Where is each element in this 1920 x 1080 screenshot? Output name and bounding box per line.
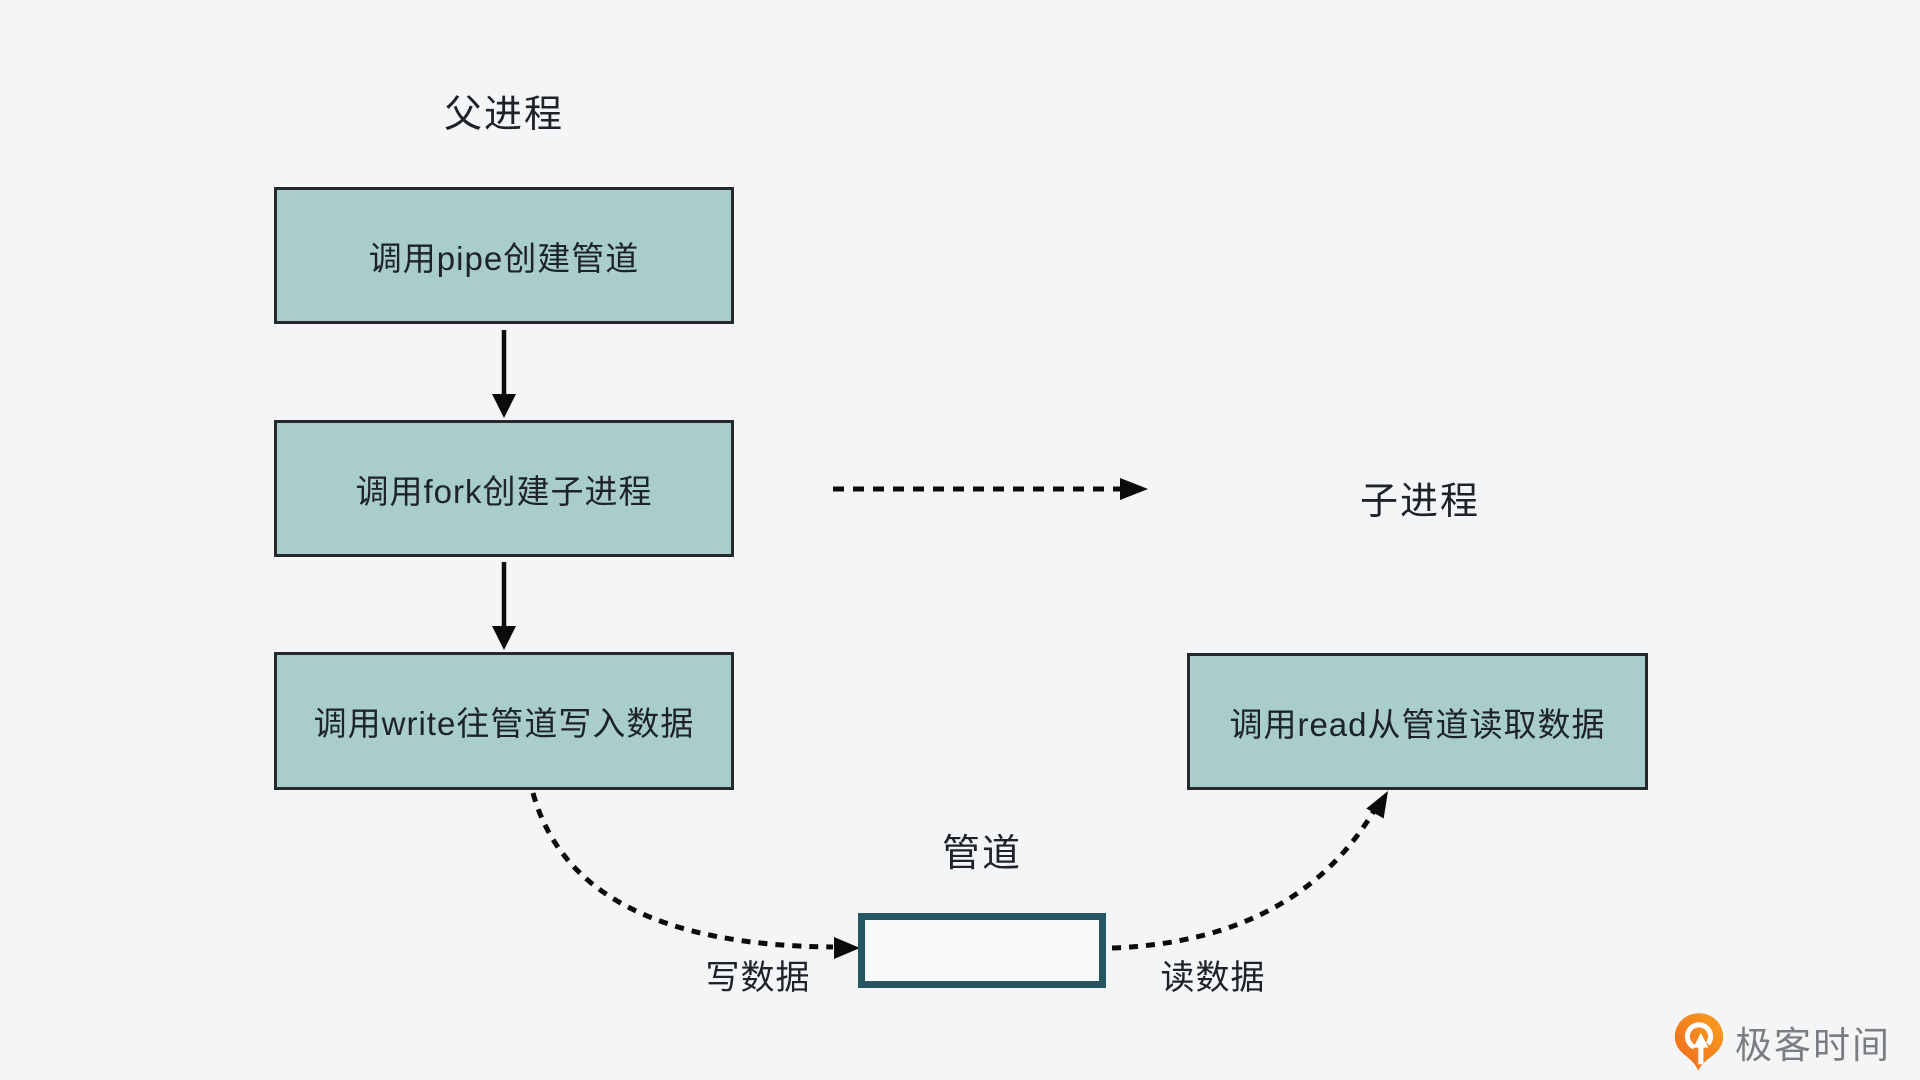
geektime-pin-icon [1674,1013,1724,1071]
fork-create-box: 调用fork创建子进程 [274,420,734,557]
write-to-pipe-box-label: 调用write往管道写入数据 [313,705,695,742]
pipe-rect [858,913,1106,988]
read-data-label: 读数据 [1160,959,1266,997]
child-process-label: 子进程 [1359,481,1480,523]
pipe-create-box-label: 调用pipe创建管道 [368,239,640,277]
arrow-fork-to-write [492,562,516,650]
dashed-curve-write-to-pipe [530,792,860,959]
parent-process-label: 父进程 [443,94,564,136]
brand-logo-text: 极客时间 [1735,1025,1891,1066]
arrow-pipe-to-fork [492,330,516,418]
dashed-arrow-fork-to-child [833,478,1148,500]
pipe-create-box: 调用pipe创建管道 [274,187,734,324]
read-from-pipe-box-label: 调用read从管道读取数据 [1229,705,1606,743]
brand-watermark: 极客时间 [1673,1012,1891,1072]
write-data-label: 写数据 [705,959,811,997]
pipe-label: 管道 [941,833,1022,875]
write-to-pipe-box: 调用write往管道写入数据 [274,652,734,790]
dashed-curve-pipe-to-read [1111,791,1388,951]
fork-create-box-label: 调用fork创建子进程 [355,472,653,510]
read-from-pipe-box: 调用read从管道读取数据 [1187,653,1648,790]
